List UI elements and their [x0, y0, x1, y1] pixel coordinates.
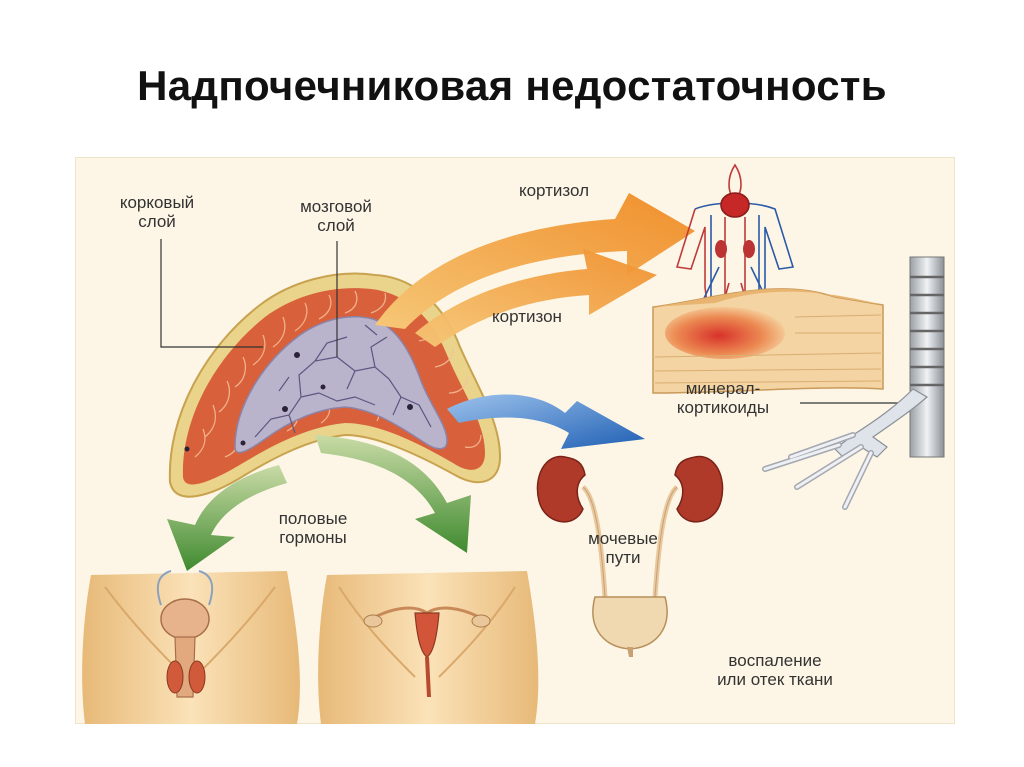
- label-inflam-line1: воспаление: [675, 651, 875, 670]
- label-urinary-tract: мочевые пути: [563, 529, 683, 567]
- label-sex-hormones: половые гормоны: [253, 509, 373, 547]
- label-inflammation: воспаление или отек ткани: [675, 651, 875, 689]
- label-medulla: мозговой слой: [271, 197, 401, 235]
- label-cortisone: кортизон: [467, 307, 587, 326]
- pelvis-male: [82, 571, 300, 724]
- label-cortex: корковый слой: [97, 193, 217, 231]
- diagram-canvas: [75, 157, 955, 724]
- kidney-left: [537, 457, 585, 522]
- label-cortex-line1: корковый: [97, 193, 217, 212]
- label-urinary-line2: пути: [563, 548, 683, 567]
- label-medulla-line1: мозговой: [271, 197, 401, 216]
- adrenal-diagram: корковый слой мозговой слой кортизол кор…: [75, 157, 955, 724]
- adrenal-gland: [170, 274, 500, 497]
- label-medulla-line2: слой: [271, 216, 401, 235]
- slide-title: Надпочечниковая недостаточность: [0, 62, 1024, 110]
- label-cortisol: кортизол: [499, 181, 609, 200]
- tissue-block: [653, 289, 883, 393]
- bladder: [593, 597, 667, 649]
- label-mineralocorticoids: минерал- кортикоиды: [643, 379, 803, 417]
- pelvis-female: [318, 571, 538, 724]
- label-urinary-line1: мочевые: [563, 529, 683, 548]
- label-mineral-line1: минерал-: [643, 379, 803, 398]
- kidney-right: [675, 457, 723, 522]
- label-inflam-line2: или отек ткани: [675, 670, 875, 689]
- label-cortex-line2: слой: [97, 212, 217, 231]
- label-sex-line2: гормоны: [253, 528, 373, 547]
- label-mineral-line2: кортикоиды: [643, 398, 803, 417]
- label-sex-line1: половые: [253, 509, 373, 528]
